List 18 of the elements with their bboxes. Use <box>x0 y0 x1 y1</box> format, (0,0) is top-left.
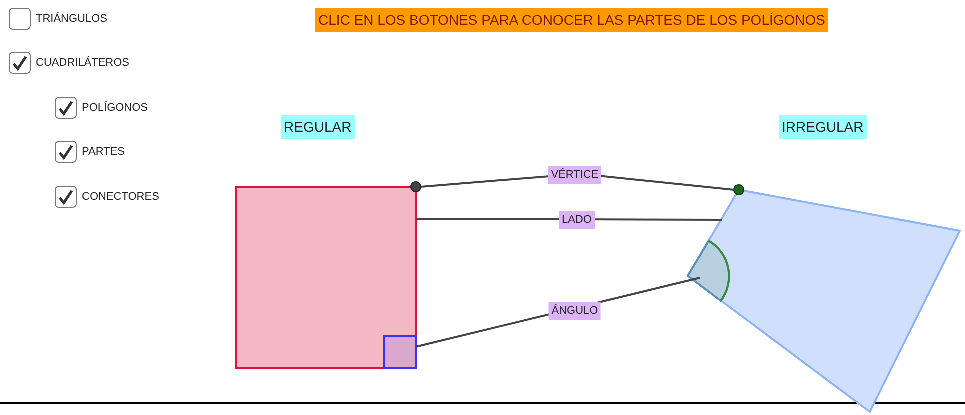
polygon-type-label: REGULAR <box>281 115 355 139</box>
angle-sector <box>687 240 730 302</box>
checkbox-label: CONECTORES <box>82 190 160 204</box>
square-shape <box>235 186 417 369</box>
vertex-point <box>410 182 422 192</box>
edge-label: ÁNGULO <box>548 302 602 320</box>
edge-label: LADO <box>559 211 595 229</box>
polygon-type-label: IRREGULAR <box>779 115 867 139</box>
right-angle-marker <box>383 335 417 369</box>
title-banner: CLIC EN LOS BOTONES PARA CONOCER LAS PARTES DE LOS POLÍGONOS <box>316 8 828 32</box>
checkbox-label: PARTES <box>82 145 125 159</box>
checkbox-label: POLÍGONOS <box>82 101 148 115</box>
checkbox-label: TRIÁNGULOS <box>36 12 108 26</box>
quadrilateral-shape <box>686 188 962 414</box>
connector-line <box>416 218 722 221</box>
vertex-point <box>734 184 744 196</box>
edge-label: VÉRTICE <box>548 166 602 184</box>
checkbox-label: CUADRILÁTEROS <box>36 56 130 70</box>
